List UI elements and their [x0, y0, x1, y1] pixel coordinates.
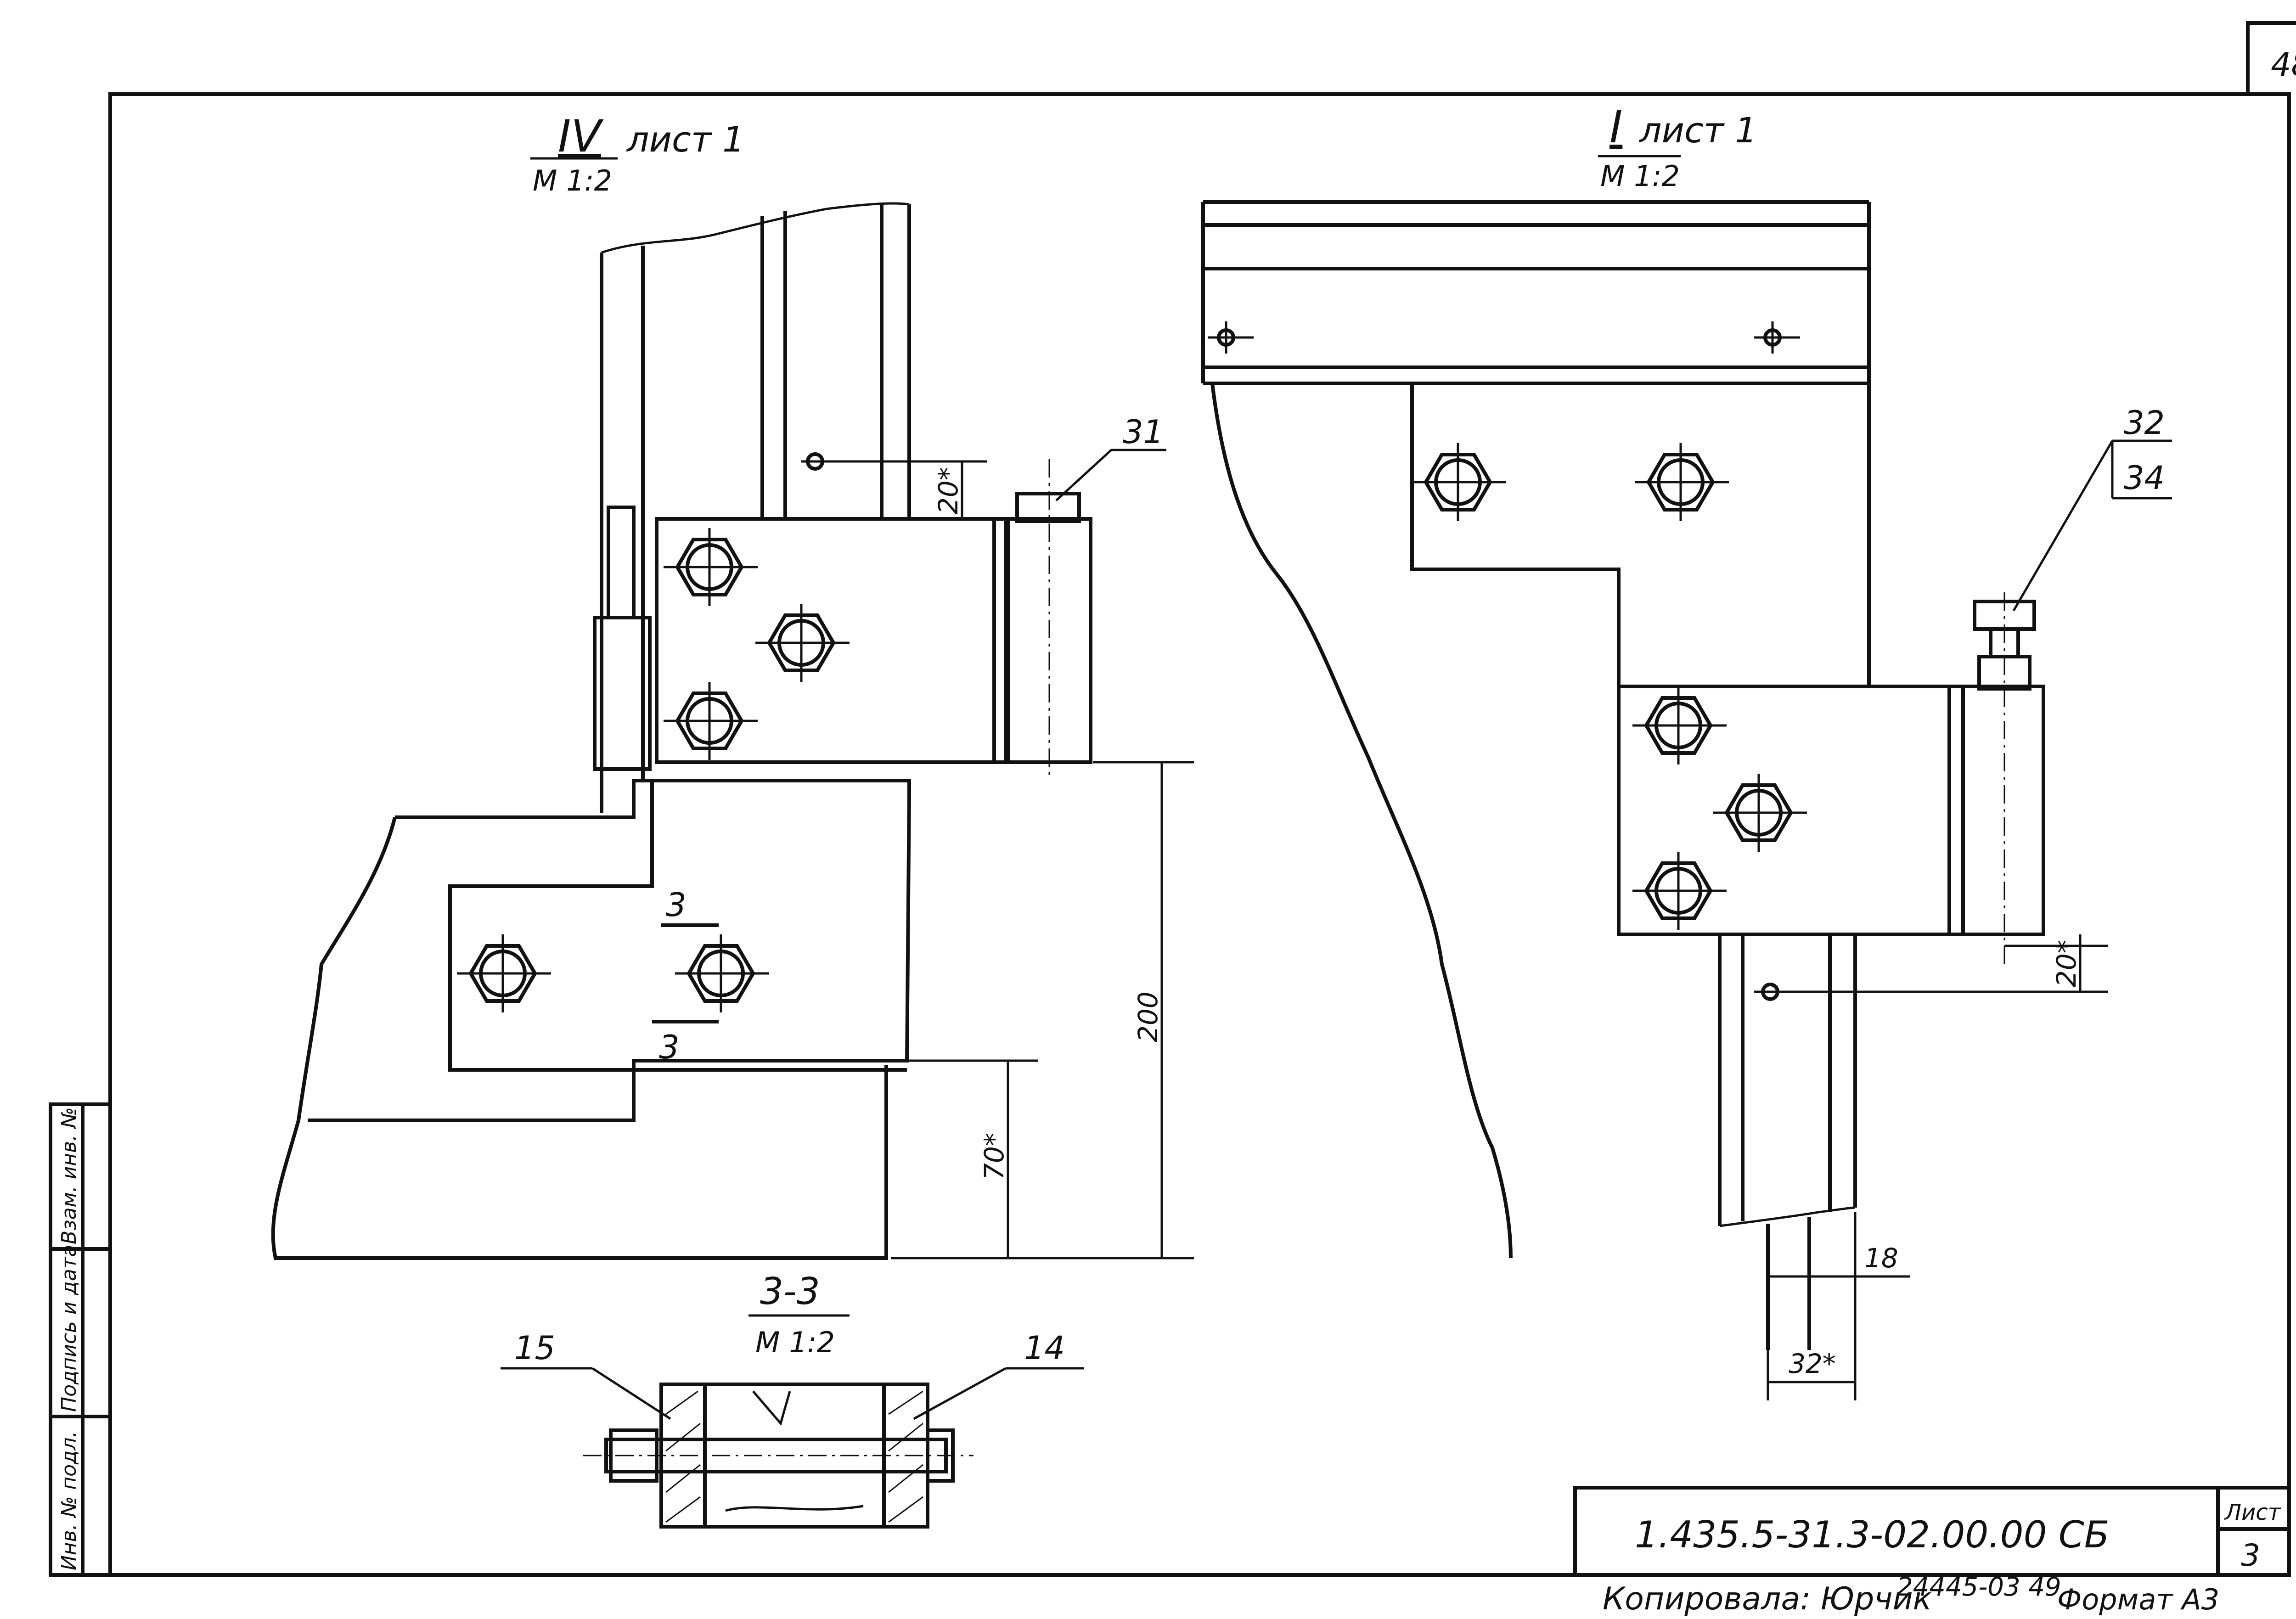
copied-by: Копировала: Юрчик — [1603, 1581, 1932, 1617]
drawing-frame: 48 — [108, 21, 2296, 1577]
callout-14: 14 — [1024, 1329, 1065, 1367]
leader-32 — [2012, 440, 2114, 612]
dim-i-1: 20* — [2051, 940, 2082, 987]
view-i-scale: М 1:2 — [1600, 159, 1680, 193]
dim-i-2: 18 — [1864, 1242, 1898, 1274]
view-iv-scale: М 1:2 — [533, 164, 612, 197]
wood-grain — [725, 1505, 864, 1512]
dim-iv-2: 200 — [1132, 991, 1164, 1042]
side-stamp-cell-1: Взам. инв. № — [57, 1107, 81, 1244]
frame-border — [108, 92, 2291, 1577]
callout-32: 32 — [2124, 404, 2165, 442]
format-label: Формат А3 — [2057, 1583, 2219, 1616]
view-i-title: I — [1609, 101, 1622, 153]
structure-break — [1210, 383, 1513, 1259]
side-stamp-cell-2: Подпись и дата — [57, 1245, 81, 1412]
hex-bolt — [664, 528, 758, 606]
hex-bolt — [755, 604, 850, 682]
callout-34: 34 — [2124, 459, 2165, 497]
hex-bolt — [675, 934, 769, 1012]
hex-bolt — [1635, 443, 1729, 521]
dim-iv-1: 20* — [933, 467, 964, 514]
leader-14 — [913, 1367, 1007, 1420]
section-hatching — [665, 1390, 923, 1523]
hex-bolt — [1632, 686, 1727, 765]
beam-hole — [1208, 321, 1254, 354]
bolt-head — [1015, 492, 1081, 523]
sheet-number: 3 — [2241, 1538, 2260, 1573]
base-step — [448, 781, 907, 1072]
view-iv-title: IV — [558, 111, 604, 162]
channel-break-line — [1719, 1206, 1856, 1227]
leader-15 — [591, 1367, 671, 1420]
section-3-3-title: 3-3 — [760, 1270, 820, 1313]
drawing-designation: 1.435.5-31.3-02.00.00 СБ — [1635, 1513, 2110, 1556]
stepped-plate — [1410, 383, 1871, 688]
side-stamp-box — [49, 1102, 112, 1577]
page-corner-number: 48 — [2271, 46, 2296, 84]
section-3-3: 3-3 М 1:2 15 14 — [501, 1270, 1084, 1529]
corner-number-box — [2246, 21, 2296, 94]
title-block-box — [1573, 1486, 2291, 1577]
beam-hole — [1754, 321, 1800, 354]
wood-grain — [752, 1390, 791, 1426]
hex-bolt — [1412, 443, 1506, 521]
hex-bolt — [457, 934, 551, 1012]
dim-i-3: 32* — [1789, 1348, 1836, 1379]
callout-31: 31 — [1123, 413, 1164, 451]
section-mark-top: 3 — [666, 886, 687, 924]
base-outline — [271, 817, 888, 1260]
post-below — [1766, 1217, 1811, 1350]
view-iv-sheet-ref: лист 1 — [626, 119, 745, 160]
hex-bolt — [1713, 774, 1807, 852]
horizontal-beam — [1201, 200, 1871, 385]
callout-15: 15 — [514, 1329, 555, 1367]
section-mark-bottom: 3 — [659, 1029, 680, 1066]
hex-bolt — [1632, 852, 1727, 930]
pin-sleeve — [593, 616, 652, 771]
archive-number: 24445-03 49 — [1896, 1572, 2061, 1602]
hex-bolt — [664, 682, 758, 760]
side-stamp-cell-3: Инв. № подл. — [57, 1431, 81, 1570]
bracket-outline — [308, 779, 911, 1122]
view-i: I лист 1 М 1:2 32 34 — [1201, 101, 2172, 1400]
view-iv: IV лист 1 М 1:2 20* 31 — [271, 111, 1194, 1260]
dim-iv-3: 70* — [979, 1133, 1010, 1180]
post-break-line — [601, 202, 910, 254]
title-block: 1.435.5-31.3-02.00.00 СБ Лист 3 — [1573, 1486, 2291, 1577]
view-i-sheet-ref: лист 1 — [1638, 110, 1757, 151]
side-stamp: Взам. инв. № Подпись и дата Инв. № подл. — [49, 1102, 112, 1577]
sheet-label: Лист — [2224, 1500, 2282, 1525]
leader-31 — [1055, 449, 1112, 501]
bolt-column — [1961, 685, 2045, 936]
section-3-3-scale: М 1:2 — [755, 1326, 835, 1359]
pin — [607, 506, 636, 619]
lower-channel — [1718, 934, 1857, 1226]
hole — [1754, 983, 2108, 1001]
footer: Копировала: Юрчик 24445-03 49 Формат А3 — [1603, 1572, 2219, 1617]
vertical-post — [600, 204, 911, 781]
